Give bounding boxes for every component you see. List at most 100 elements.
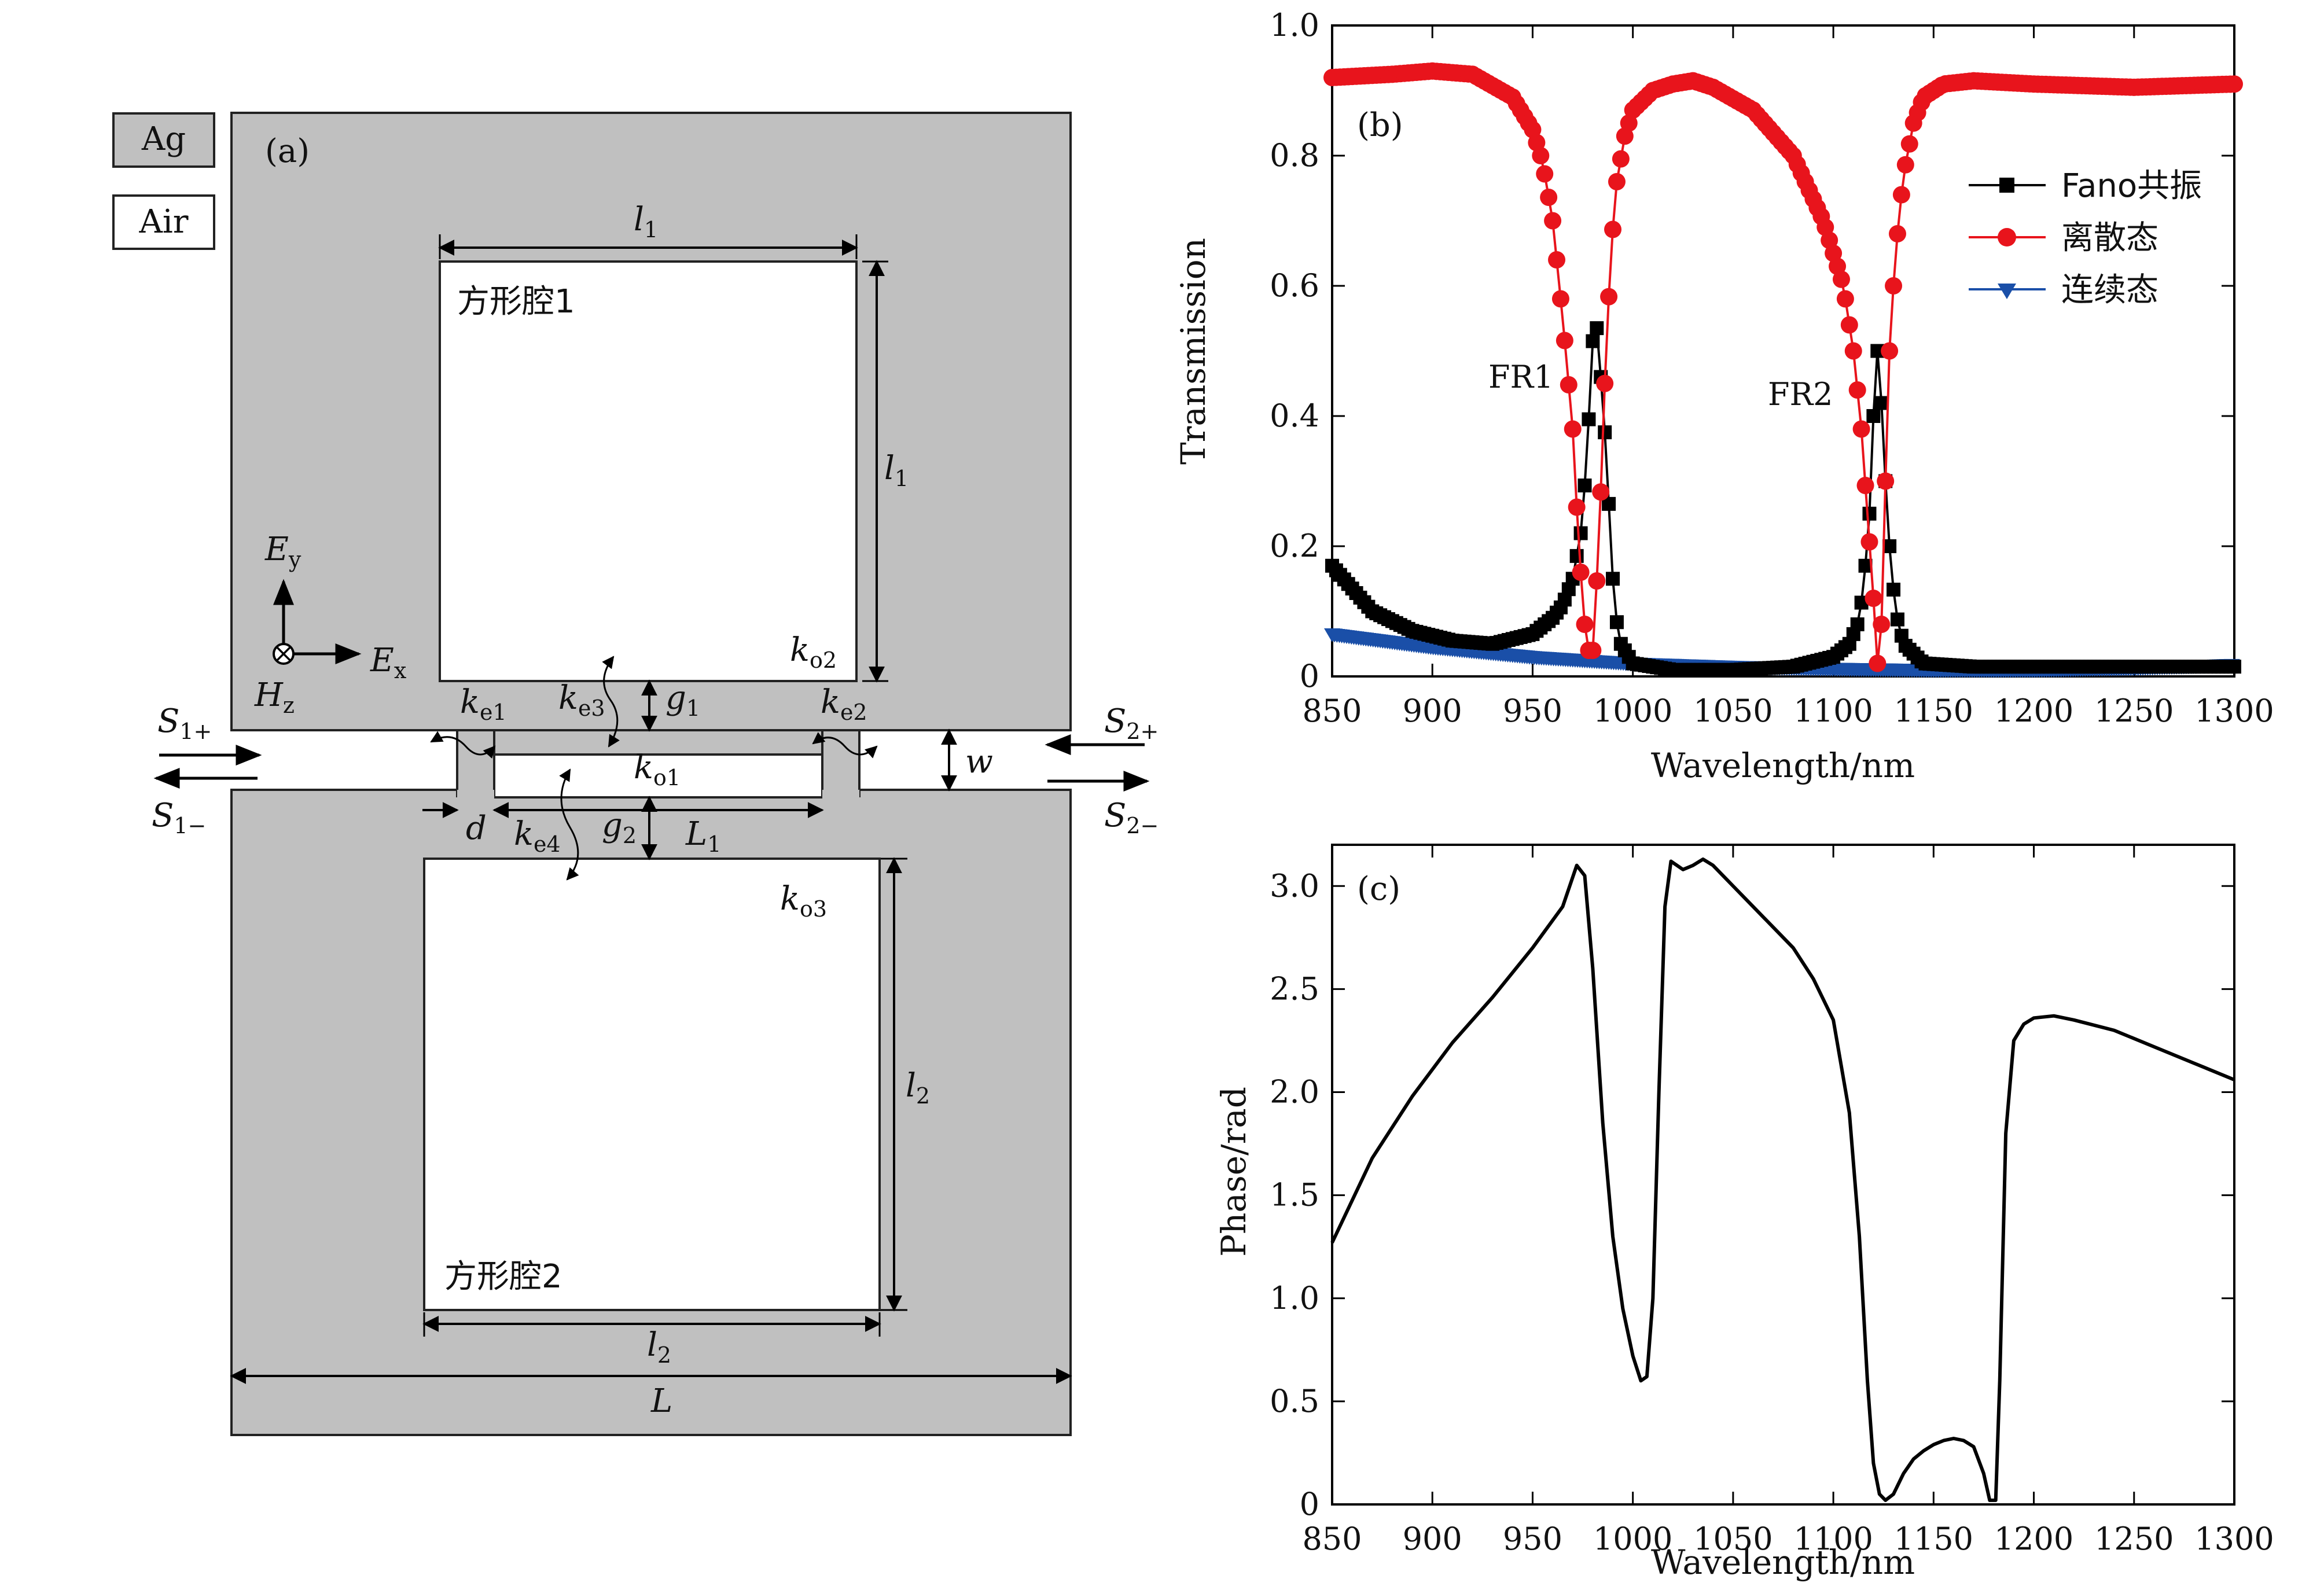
x-tick-label: 1300 [2194,1521,2274,1557]
data-point [1584,642,1602,659]
loss-ko2: ko2 [790,631,837,673]
data-point [1616,127,1634,145]
square-cavity-1 [439,260,858,682]
chart-b-xlabel: Wavelength/nm [1651,746,1915,785]
chart-b-frame [1331,24,2235,678]
legend-ag-label: Ag [141,120,186,158]
coupling-ke4: ke4 [514,815,561,857]
legend-ag-swatch [112,112,215,168]
data-point [1829,257,1847,275]
data-point [1885,277,1903,295]
data-point [1564,420,1582,438]
legend-discrete: 离散态 [2061,219,2158,257]
data-point [1606,572,1620,586]
x-tick-label: 900 [1403,1521,1462,1557]
data-point [1551,290,1569,308]
data-point [1866,409,1881,423]
data-point [1609,615,1624,630]
annotation-fr1: FR1 [1488,359,1553,395]
y-tick-label: 0.6 [1270,267,1319,304]
data-point [1881,342,1899,360]
data-point [1821,231,1838,249]
data-point [1572,564,1590,581]
data-point [1600,288,1618,306]
dim-l1-top: l1 [634,201,658,242]
data-point [1620,114,1638,132]
x-tick-label: 850 [1302,693,1362,729]
y-tick-label: 1.0 [1270,1280,1319,1316]
series-line [1332,69,2235,664]
x-tick-label: 1150 [1894,1521,1973,1557]
data-point [1825,244,1843,262]
data-point [2227,660,2241,674]
data-point [1548,251,1566,268]
legend-air-swatch [112,194,215,250]
structure-diagram: Ag Air (a) 方形腔1 方形腔2 l1 l1 l2 l2 L L1 w [112,112,1159,1436]
x-tick-label: 1250 [2094,1521,2174,1557]
data-point [1865,590,1882,607]
data-point [1836,290,1854,308]
field-Ey: Ey [264,531,301,572]
panel-label-c: (c) [1357,870,1400,908]
data-point [1848,381,1866,399]
data-point [1873,616,1891,633]
data-point [1528,134,1546,152]
data-point [1862,506,1877,521]
chart-c-ylabel: Phase/rad [1214,1087,1253,1257]
data-point [1887,583,1901,597]
y-tick-label: 2.0 [1270,1074,1319,1110]
data-point [1569,549,1584,563]
data-point [1612,150,1630,168]
coupling-ke1: ke1 [460,683,507,725]
data-point [2226,75,2243,93]
dim-d: d [466,809,487,847]
legend-fano: Fano共振 [2061,167,2202,205]
x-tick-label: 1100 [1793,693,1873,729]
data-point [1860,533,1878,551]
annotation-fr2: FR2 [1768,376,1833,413]
dim-L-total: L [650,1382,672,1420]
data-point [1596,374,1614,392]
data-point [1874,396,1889,410]
coupling-ke3: ke3 [558,679,605,721]
x-tick-label: 1100 [1793,1521,1873,1557]
x-tick-label: 950 [1503,693,1562,729]
dim-g2: g2 [602,807,637,848]
x-tick-label: 900 [1403,693,1462,729]
data-point [1556,332,1573,349]
data-point [1856,477,1874,494]
y-tick-label: 0.2 [1270,528,1319,564]
data-point [1598,425,1612,440]
port-S1-plus: S1+ [157,702,212,744]
data-point [1896,156,1914,174]
y-tick-label: 0 [1300,1486,1319,1522]
coupling-ke2: ke2 [821,683,867,725]
loss-ko1: ko1 [634,749,681,790]
x-tick-label: 1300 [2194,693,2274,729]
panel-label-b: (b) [1357,106,1403,144]
dim-w: w [965,743,993,781]
loss-ko3: ko3 [780,880,827,922]
coupling-slot [494,755,822,798]
port-S2-minus: S2− [1104,797,1159,838]
y-tick-label: 0.5 [1270,1383,1319,1419]
dim-l1-side: l1 [884,450,909,491]
data-point [1540,189,1558,206]
data-point [1592,483,1610,501]
x-tick-label: 850 [1302,1521,1362,1557]
x-tick-label: 1000 [1593,693,1672,729]
y-tick-label: 1.0 [1270,7,1319,43]
data-point [1588,572,1606,590]
data-point [1568,498,1586,516]
x-tick-label: 1150 [1894,693,1973,729]
series-discrete [1323,62,2243,672]
data-point [1532,147,1550,164]
data-point [1840,316,1858,334]
data-point [1844,342,1862,360]
field-Hz: Hz [254,676,295,718]
stub-left [457,731,494,798]
data-point [1608,173,1626,190]
